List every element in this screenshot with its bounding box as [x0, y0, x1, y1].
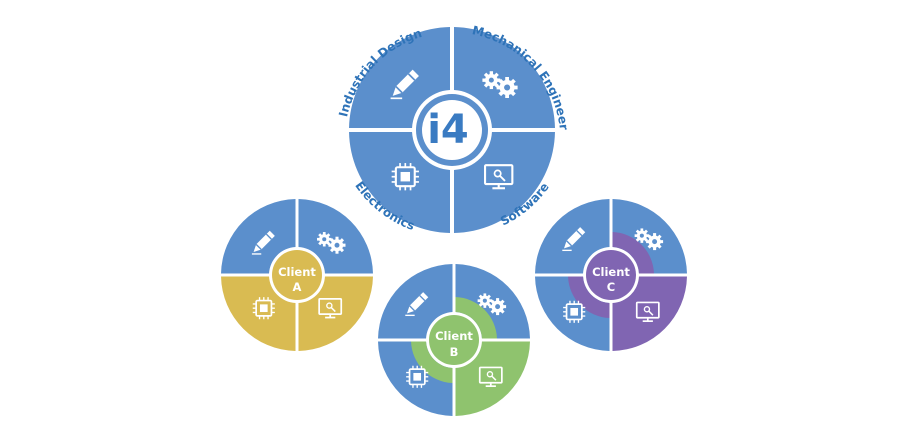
svg-text:B: B: [450, 345, 459, 359]
svg-text:A: A: [293, 280, 302, 294]
i4-logo: i4: [427, 107, 469, 153]
client-c-wheel: [535, 199, 687, 351]
client-a-hub-text: Client A: [278, 265, 316, 294]
main-wheel-hub: [422, 100, 482, 160]
svg-text:Client: Client: [435, 329, 473, 343]
svg-text:C: C: [607, 280, 615, 294]
client-b-wheel-segment-br: [455, 341, 530, 416]
client-b-wheel: [378, 264, 530, 416]
main-wheel-segment-bl: [349, 131, 451, 233]
main-wheel-segment-br: [453, 131, 555, 233]
client-c-hub-text: Client C: [592, 265, 630, 294]
client-b-wheel-inner-ring-bl: [411, 341, 453, 383]
main-wheel-segment-tl: [349, 27, 451, 129]
main-wheel: [349, 27, 555, 233]
chip-icon: [562, 299, 587, 324]
client-a-wheel: [221, 199, 373, 351]
client-a-wheel-hub: [272, 250, 322, 300]
svg-text:Client: Client: [592, 265, 630, 279]
client-c-wheel-hub: [586, 250, 636, 300]
client-b-wheel-inner-ring-tr: [455, 297, 497, 339]
client-b-wheel-hub: [429, 315, 479, 365]
client-a-wheel-segment-tl: [221, 199, 296, 274]
client-c-wheel-inner-ring-bl: [568, 276, 610, 318]
client-a-wheel-segment-bl: [221, 276, 296, 351]
client-a-wheel-segment-tr: [298, 199, 373, 274]
chip-icon: [390, 162, 420, 192]
client-c-wheel-segment-br: [612, 276, 687, 351]
chip-icon: [251, 296, 276, 321]
client-b-hub-text: Client B: [435, 329, 473, 359]
client-c-wheel-inner-ring-tr: [612, 232, 654, 274]
svg-text:Client: Client: [278, 265, 316, 279]
main-wheel-segment-tr: [453, 27, 555, 129]
chip-icon: [405, 364, 430, 389]
brand-text: i4: [427, 107, 469, 153]
